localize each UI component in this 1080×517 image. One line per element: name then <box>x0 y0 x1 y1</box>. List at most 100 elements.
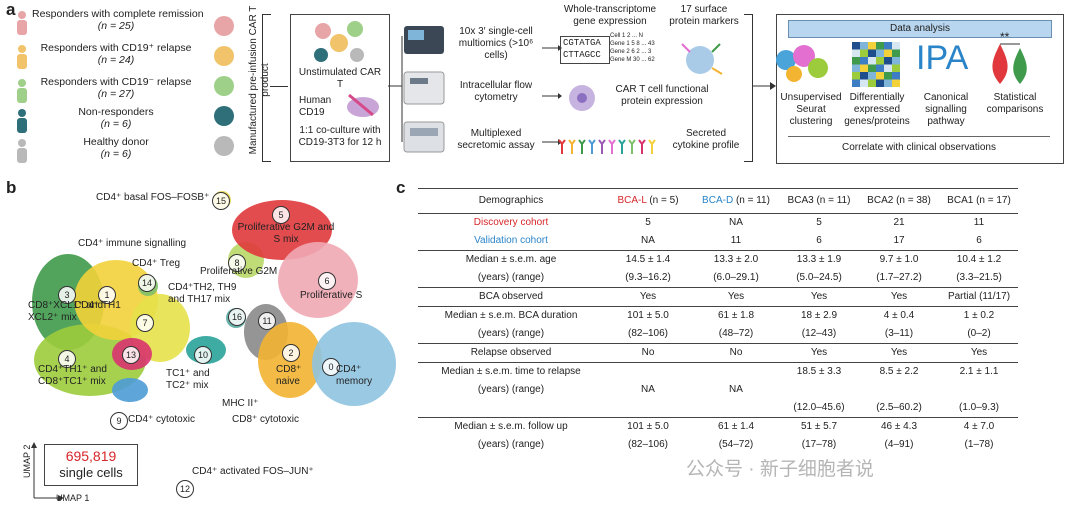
cluster-name-2: CD8⁺ naive <box>276 364 320 388</box>
table-row: (12.0–45.6)(2.5–60.2)(1.0–9.3) <box>418 399 1018 418</box>
header-bca-l-name: BCA-L <box>617 195 646 206</box>
cluster-name-15: CD4⁺ basal FOS–FOSB⁺ <box>96 192 209 204</box>
coculture-label: 1:1 co-culture with CD19-3T3 for 12 h <box>293 125 387 149</box>
heatmap-cell <box>860 57 868 65</box>
table-cell: Yes <box>692 288 780 307</box>
heatmap-cell <box>852 50 860 58</box>
cluster-name-8: Proliferative G2M <box>200 266 277 278</box>
secretome-icon <box>402 116 446 156</box>
cohort-count: (n = 25) <box>32 20 200 32</box>
surface-marker-cell-icon <box>672 38 732 82</box>
cluster-id-7: 7 <box>136 314 154 332</box>
heatmap-cell <box>868 42 876 50</box>
table-cell: 51 ± 5.7 <box>780 418 858 437</box>
cohort-label: Healthy donor(n = 6) <box>32 136 200 160</box>
count-matrix: Cell 1 2 ... N Gene 1 5 8 ... 43 Gene 2 … <box>610 32 668 64</box>
ipa-logo: IPA <box>916 38 968 78</box>
table-cell: (0–2) <box>940 325 1018 344</box>
table-cell: (5.0–24.5) <box>780 269 858 288</box>
table-cell: 11 <box>940 214 1018 233</box>
human-cd19-label: Human CD19 <box>299 95 339 119</box>
table-cell: 101 ± 5.0 <box>604 307 692 326</box>
heatmap-cell <box>876 50 884 58</box>
matrix-row-2: Gene 2 6 2 ... 3 <box>610 48 668 56</box>
cluster-id-9: 9 <box>110 412 128 430</box>
culture-box: Unstimulated CAR T Human CD19 1:1 co-cul… <box>290 14 390 162</box>
cohort-name: Healthy donor <box>32 136 200 148</box>
significance-stars: ** <box>1000 30 1009 44</box>
table-row: (years) (range)(82–106)(48–72)(12–43)(3–… <box>418 325 1018 344</box>
cytokine-mark <box>639 140 645 154</box>
analysis-statistics: Statistical comparisons <box>980 92 1050 116</box>
seurat-cluster-icon <box>772 42 836 86</box>
table-cell: 13.3 ± 1.9 <box>780 251 858 270</box>
cluster-name-5: Proliferative G2M and S mix <box>236 222 336 246</box>
heatmap-cell <box>876 57 884 65</box>
table-cell: (3.3–21.5) <box>940 269 1018 288</box>
table-cell: NA <box>604 232 692 251</box>
bracket-left <box>262 14 271 162</box>
table-cell: 10.4 ± 1.2 <box>940 251 1018 270</box>
sequencer-icon <box>402 22 446 58</box>
table-cell: 5 <box>604 214 692 233</box>
assay-secretome: Multiplexed secretomic assay <box>448 128 544 152</box>
cytokine-mark <box>619 140 625 154</box>
table-cell: 18.5 ± 3.3 <box>780 363 858 382</box>
table-cell: NA <box>604 381 692 399</box>
table-cell: 21 <box>858 214 940 233</box>
heatmap-cell <box>860 80 868 88</box>
header-bca-d-n: (n = 11) <box>736 195 770 206</box>
header-bca-l-n: (n = 5) <box>649 195 678 206</box>
output-functional-protein: CAR T cell functional protein expression <box>602 84 722 108</box>
cohort-count: (n = 24) <box>32 54 200 66</box>
cluster-name-6: Proliferative S <box>300 290 362 302</box>
cluster-id-11: 11 <box>258 312 276 330</box>
table-cell: 17 <box>858 232 940 251</box>
cluster-name-4: CD4⁺TH1⁺ and CD8⁺TC1⁺ mix <box>38 364 118 388</box>
heatmap-cell <box>884 50 892 58</box>
heatmap-cell <box>860 50 868 58</box>
product-cell <box>214 46 234 66</box>
panel-b-label: b <box>6 178 16 198</box>
heatmap-cell <box>892 50 900 58</box>
table-cell: 61 ± 1.8 <box>692 307 780 326</box>
product-cell <box>214 136 234 156</box>
heatmap-cell <box>884 57 892 65</box>
person-icon <box>14 10 30 41</box>
correlate-label: Correlate with clinical observations <box>776 142 1062 154</box>
heatmap-cell <box>868 80 876 88</box>
cohort-count: (n = 6) <box>32 148 200 160</box>
table-row: Median ± s.e.m. time to relapse18.5 ± 3.… <box>418 363 1018 382</box>
cohort-count: (n = 6) <box>32 118 200 130</box>
cytokine-mark <box>649 140 655 154</box>
row-label: Validation cohort <box>418 232 604 251</box>
cluster-name-7: CD4⁺TH2, TH9 and TH17 mix <box>168 282 248 306</box>
heatmap-cell <box>884 65 892 73</box>
row-label: Median ± s.e.m. age <box>418 251 604 270</box>
row-label: (years) (range) <box>418 269 604 288</box>
table-cell: (1–78) <box>940 436 1018 454</box>
table-cell: 11 <box>692 232 780 251</box>
row-label <box>418 399 604 418</box>
table-cell: (12.0–45.6) <box>780 399 858 418</box>
table-header-row: Demographics BCA-L (n = 5) BCA-D (n = 11… <box>418 189 1018 214</box>
heatmap-cell <box>876 65 884 73</box>
table-cell: (9.3–16.2) <box>604 269 692 288</box>
table-cell: 14.5 ± 1.4 <box>604 251 692 270</box>
heatmap-cell <box>868 57 876 65</box>
table-cell: Yes <box>858 344 940 363</box>
table-cell: (1.0–9.3) <box>940 399 1018 418</box>
cytokine-graphic <box>556 120 668 160</box>
cluster-name-14: CD4⁺ Treg <box>132 258 180 270</box>
table-cell: Yes <box>780 288 858 307</box>
header-demographics: Demographics <box>418 189 604 214</box>
matrix-row-3: Gene M 30 ... 62 <box>610 56 668 64</box>
table-cell: (54–72) <box>692 436 780 454</box>
table-cell: 9.7 ± 1.0 <box>858 251 940 270</box>
cohort-name: Non-responders <box>32 106 200 118</box>
panel-c-label: c <box>396 178 405 198</box>
table-cell: No <box>692 344 780 363</box>
cytokine-mark <box>579 140 585 154</box>
person-icon <box>14 108 30 139</box>
